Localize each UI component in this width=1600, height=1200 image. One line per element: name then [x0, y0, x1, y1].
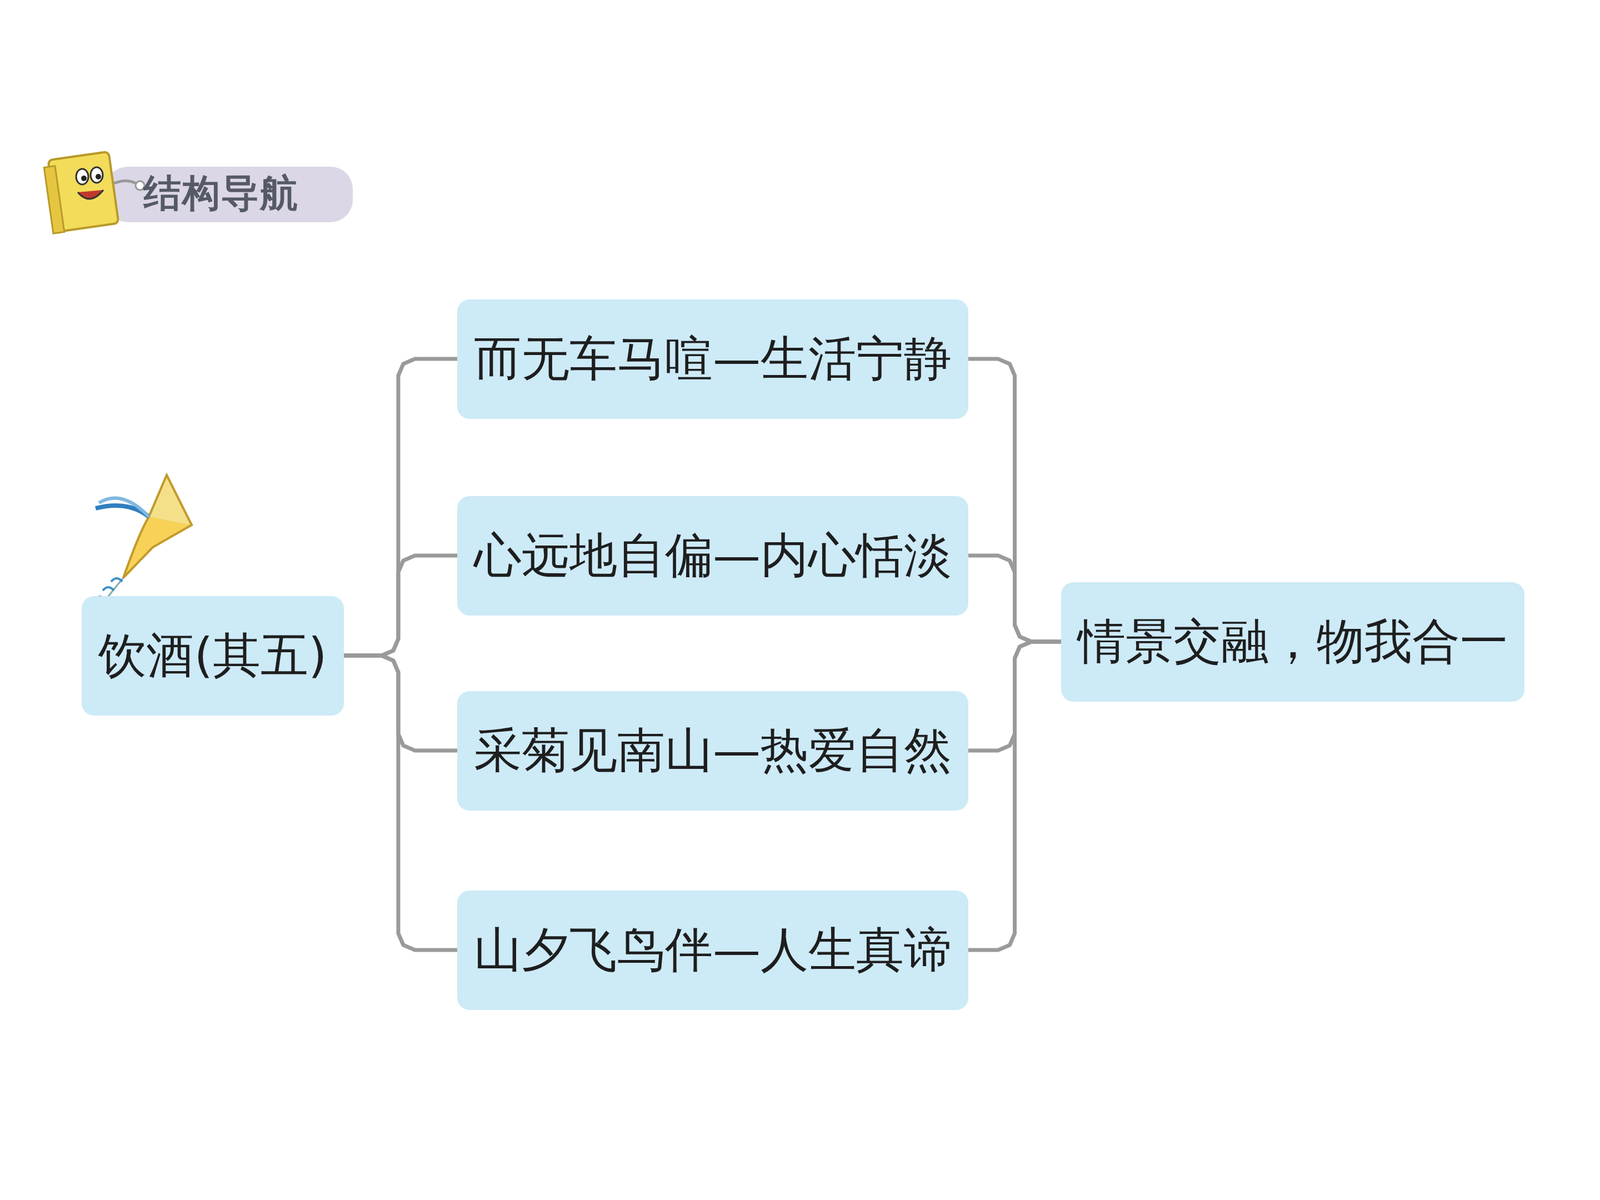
- node-label: 而无车马喧—生活宁静: [473, 330, 952, 388]
- node-label: 山夕飞鸟伴—人生真谛: [473, 921, 952, 979]
- branch-box: 山夕飞鸟伴—人生真谛: [457, 890, 969, 1010]
- connector: [343, 358, 458, 656]
- kite-illustration: [94, 475, 192, 612]
- branch-box: 而无车马喧—生活宁静: [457, 299, 969, 419]
- connector: [968, 555, 1062, 642]
- connector: [968, 358, 1062, 642]
- connector: [343, 555, 458, 656]
- book-icon: [43, 151, 145, 234]
- node-label: 情景交融，物我合一: [1077, 612, 1508, 670]
- node-label: 采菊见南山—热爱自然: [473, 721, 952, 779]
- node-label: 心远地自偏—内心恬淡: [473, 526, 952, 584]
- connector: [968, 641, 1062, 950]
- branch-box: 心远地自偏—内心恬淡: [457, 496, 969, 616]
- node-label: 饮酒(其五): [98, 626, 327, 684]
- connector: [343, 655, 458, 751]
- branch-box: 采菊见南山—热爱自然: [457, 691, 969, 811]
- title-badge: [105, 166, 353, 223]
- root-box: 饮酒(其五): [81, 596, 344, 716]
- section-title: 结构导航: [143, 166, 299, 220]
- connector: [343, 655, 458, 950]
- summary-box: 情景交融，物我合一: [1061, 582, 1525, 702]
